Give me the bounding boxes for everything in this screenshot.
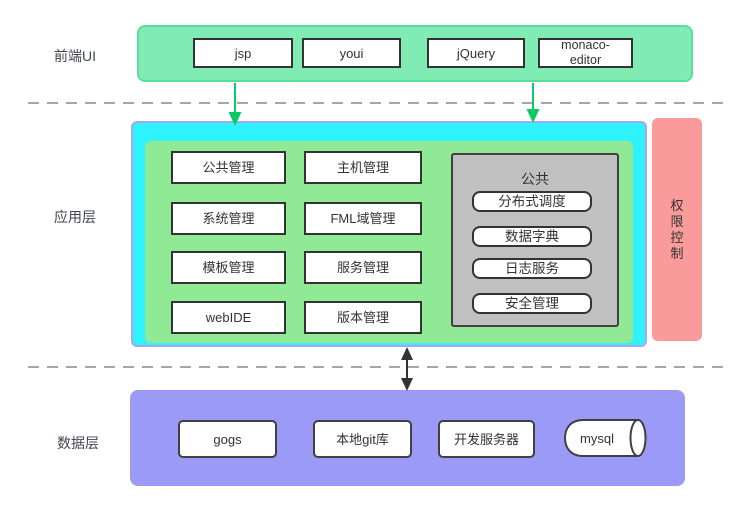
common-item-log-service: 日志服务	[472, 258, 592, 279]
module-public-management: 公共管理	[171, 151, 286, 184]
module-webide: webIDE	[171, 301, 286, 334]
permission-control-panel: 权限控制	[652, 118, 702, 341]
frontend-node-monaco-editor: monaco-editor	[538, 38, 633, 68]
permission-control-label: 权限控制	[670, 197, 684, 261]
separator-frontend-application	[28, 102, 723, 104]
frontend-layer-label: 前端UI	[54, 48, 96, 64]
common-item-security-management: 安全管理	[472, 293, 592, 314]
common-item-data-dictionary: 数据字典	[472, 226, 592, 247]
module-version-management: 版本管理	[304, 301, 422, 334]
data-node-dev-server: 开发服务器	[438, 420, 535, 458]
module-system-management: 系统管理	[171, 202, 286, 235]
module-host-management: 主机管理	[304, 151, 422, 184]
mysql-label: mysql	[580, 430, 614, 446]
data-node-gogs: gogs	[178, 420, 277, 458]
data-node-local-git-repo: 本地git库	[313, 420, 412, 458]
module-template-management: 模板管理	[171, 251, 286, 284]
application-layer-label: 应用层	[54, 209, 96, 225]
common-group-title: 公共	[521, 171, 549, 187]
frontend-node-youi: youi	[302, 38, 401, 68]
frontend-node-monaco-editor-label: monaco-editor	[561, 38, 610, 67]
data-layer-label: 数据层	[57, 435, 99, 451]
arrow-frontend-to-app-left	[228, 83, 242, 126]
mysql-cylinder-icon	[563, 419, 647, 457]
frontend-node-jquery: jQuery	[427, 38, 525, 68]
common-item-distributed-scheduling: 分布式调度	[472, 191, 592, 212]
arrow-app-data-bidirectional	[401, 347, 413, 391]
module-service-management: 服务管理	[304, 251, 422, 284]
separator-application-data	[28, 366, 723, 368]
frontend-node-jsp: jsp	[193, 38, 293, 68]
module-fml-domain-management: FML域管理	[304, 202, 422, 235]
